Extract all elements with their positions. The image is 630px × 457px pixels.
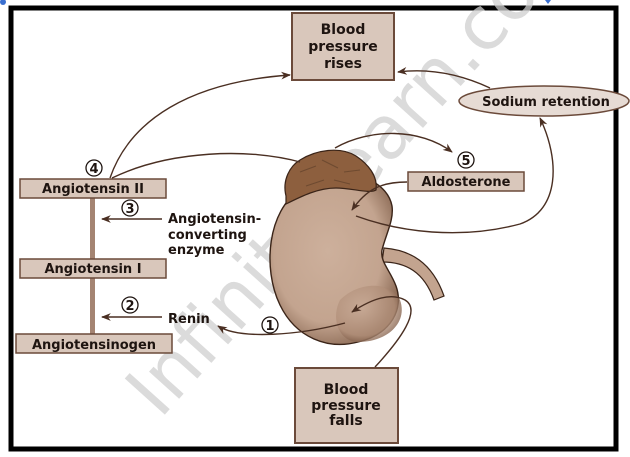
step-3-number: 3 xyxy=(125,202,134,217)
arrow-adrenal-to-aldosterone xyxy=(334,132,453,153)
arrow-kidney-to-sodium xyxy=(355,117,554,234)
aldosterone-box: Aldosterone xyxy=(407,171,525,192)
aldosterone-label: Aldosterone xyxy=(422,175,511,190)
corner-mark-icon xyxy=(0,0,6,5)
bp-rises-line-2: pressure xyxy=(308,39,377,55)
angiotensin-ii-label: Angiotensin II xyxy=(42,182,144,197)
angiotensin-i-label: Angiotensin I xyxy=(44,262,141,277)
step-2: 2 xyxy=(121,296,139,314)
bp-falls-box: Blood pressure falls xyxy=(294,367,399,444)
kidney-illustration xyxy=(269,149,445,346)
adrenal-texture xyxy=(299,159,361,187)
sodium-retention-node: Sodium retention xyxy=(458,85,630,117)
step-4-number: 4 xyxy=(89,162,98,177)
ureter xyxy=(381,247,445,301)
step-5-number: 5 xyxy=(461,154,470,169)
arrow-sodium-to-bp-rises xyxy=(397,67,491,89)
arrows xyxy=(101,67,554,368)
angiotensin-ii-box: Angiotensin II xyxy=(19,178,167,199)
bp-rises-line-1: Blood xyxy=(321,22,366,38)
step-2-number: 2 xyxy=(125,299,134,314)
step-1-number: 1 xyxy=(265,319,274,334)
bp-falls-line-3: falls xyxy=(329,413,362,429)
step-3: 3 xyxy=(121,199,139,217)
kidney-lower-lobe xyxy=(336,285,402,342)
bp-rises-box: Blood pressure rises xyxy=(291,12,395,81)
bp-falls-line-1: Blood xyxy=(324,382,369,398)
bp-falls-line-2: pressure xyxy=(311,398,380,414)
arrow-aldosterone-to-kidney xyxy=(351,181,408,211)
ace-label-line-2: converting xyxy=(168,228,247,243)
angiotensinogen-box: Angiotensinogen xyxy=(15,333,173,354)
step-5: 5 xyxy=(457,151,475,169)
renin-label: Renin xyxy=(168,312,210,327)
angiotensinogen-label: Angiotensinogen xyxy=(32,338,156,353)
top-mark-icon xyxy=(545,0,551,4)
arrow-angii-to-adrenal xyxy=(111,152,301,179)
ace-label-line-1: Angiotensin- xyxy=(168,212,261,227)
angiotensin-i-box: Angiotensin I xyxy=(19,258,167,279)
arrow-bp-falls-to-kidney xyxy=(351,296,412,368)
sodium-retention-label: Sodium retention xyxy=(482,95,610,110)
bp-rises-line-3: rises xyxy=(324,56,362,72)
step-4: 4 xyxy=(85,159,103,177)
arrow-kidney-to-renin xyxy=(217,322,346,336)
step-1: 1 xyxy=(261,316,279,334)
arrow-angii-to-bp-rises xyxy=(109,71,291,179)
ace-label-line-3: enzyme xyxy=(168,243,225,258)
